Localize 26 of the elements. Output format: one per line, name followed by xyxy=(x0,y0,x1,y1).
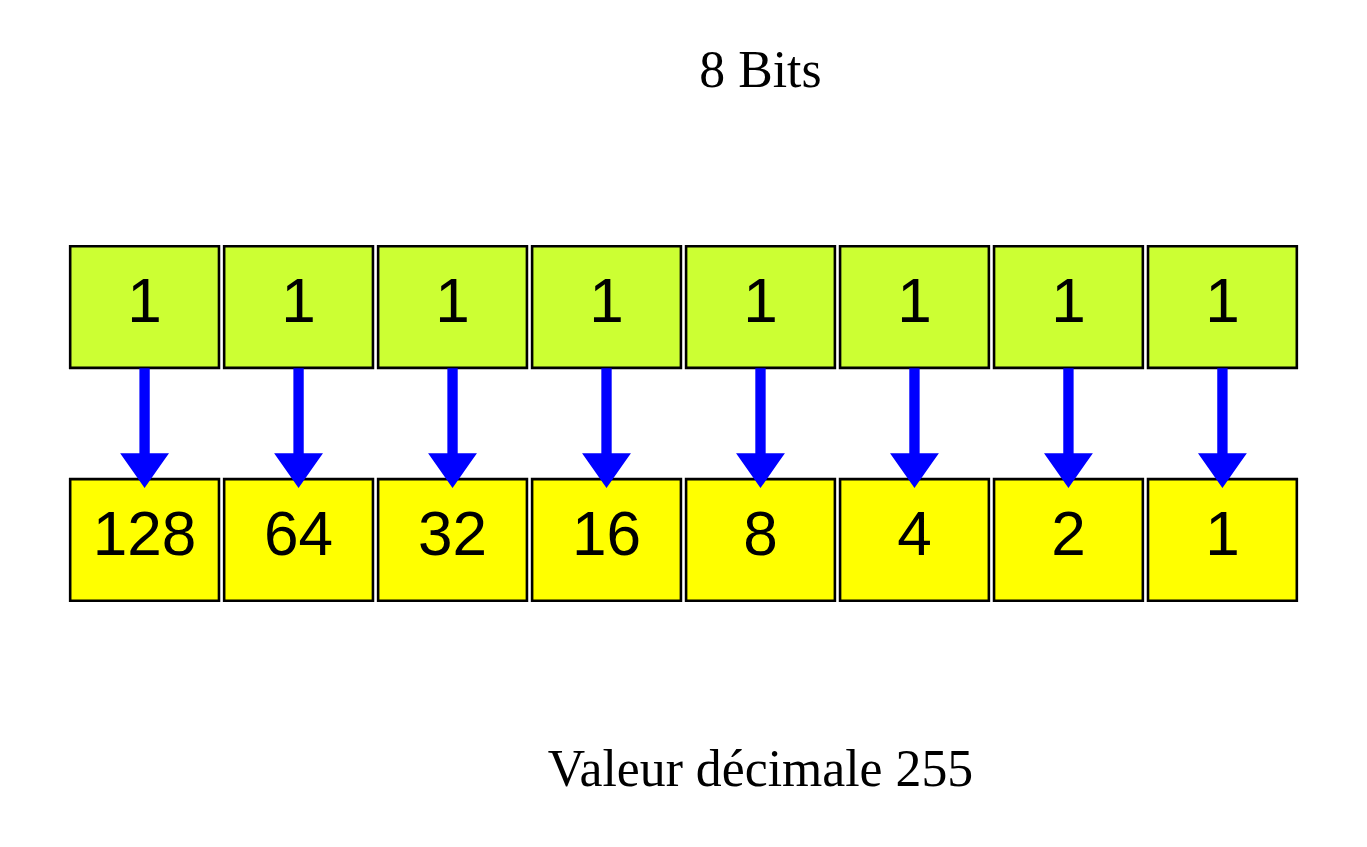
node-box: 1 xyxy=(838,244,991,370)
node-box: 32 xyxy=(376,477,529,603)
label: 8 Bits xyxy=(699,41,822,99)
arrow xyxy=(736,368,785,489)
node-box: 1 xyxy=(1146,477,1299,603)
arrow xyxy=(582,368,631,489)
arrow xyxy=(1198,368,1247,489)
node-box: 16 xyxy=(530,477,683,603)
arrow xyxy=(428,368,477,489)
node-box: 4 xyxy=(838,477,991,603)
node-box: 1 xyxy=(68,244,221,370)
label: Valeur décimale 255 xyxy=(547,739,974,797)
node-box: 1 xyxy=(992,244,1145,370)
node-box: 1 xyxy=(222,244,375,370)
node-box: 128 xyxy=(68,477,221,603)
node-box: 64 xyxy=(222,477,375,603)
node-box: 1 xyxy=(684,244,837,370)
node-box: 1 xyxy=(530,244,683,370)
arrow xyxy=(1044,368,1093,489)
node-box: 1 xyxy=(1146,244,1299,370)
node-box: 2 xyxy=(992,477,1145,603)
arrow xyxy=(890,368,939,489)
node-box: 8 xyxy=(684,477,837,603)
arrow xyxy=(120,368,169,489)
node-box: 1 xyxy=(376,244,529,370)
arrow xyxy=(274,368,323,489)
